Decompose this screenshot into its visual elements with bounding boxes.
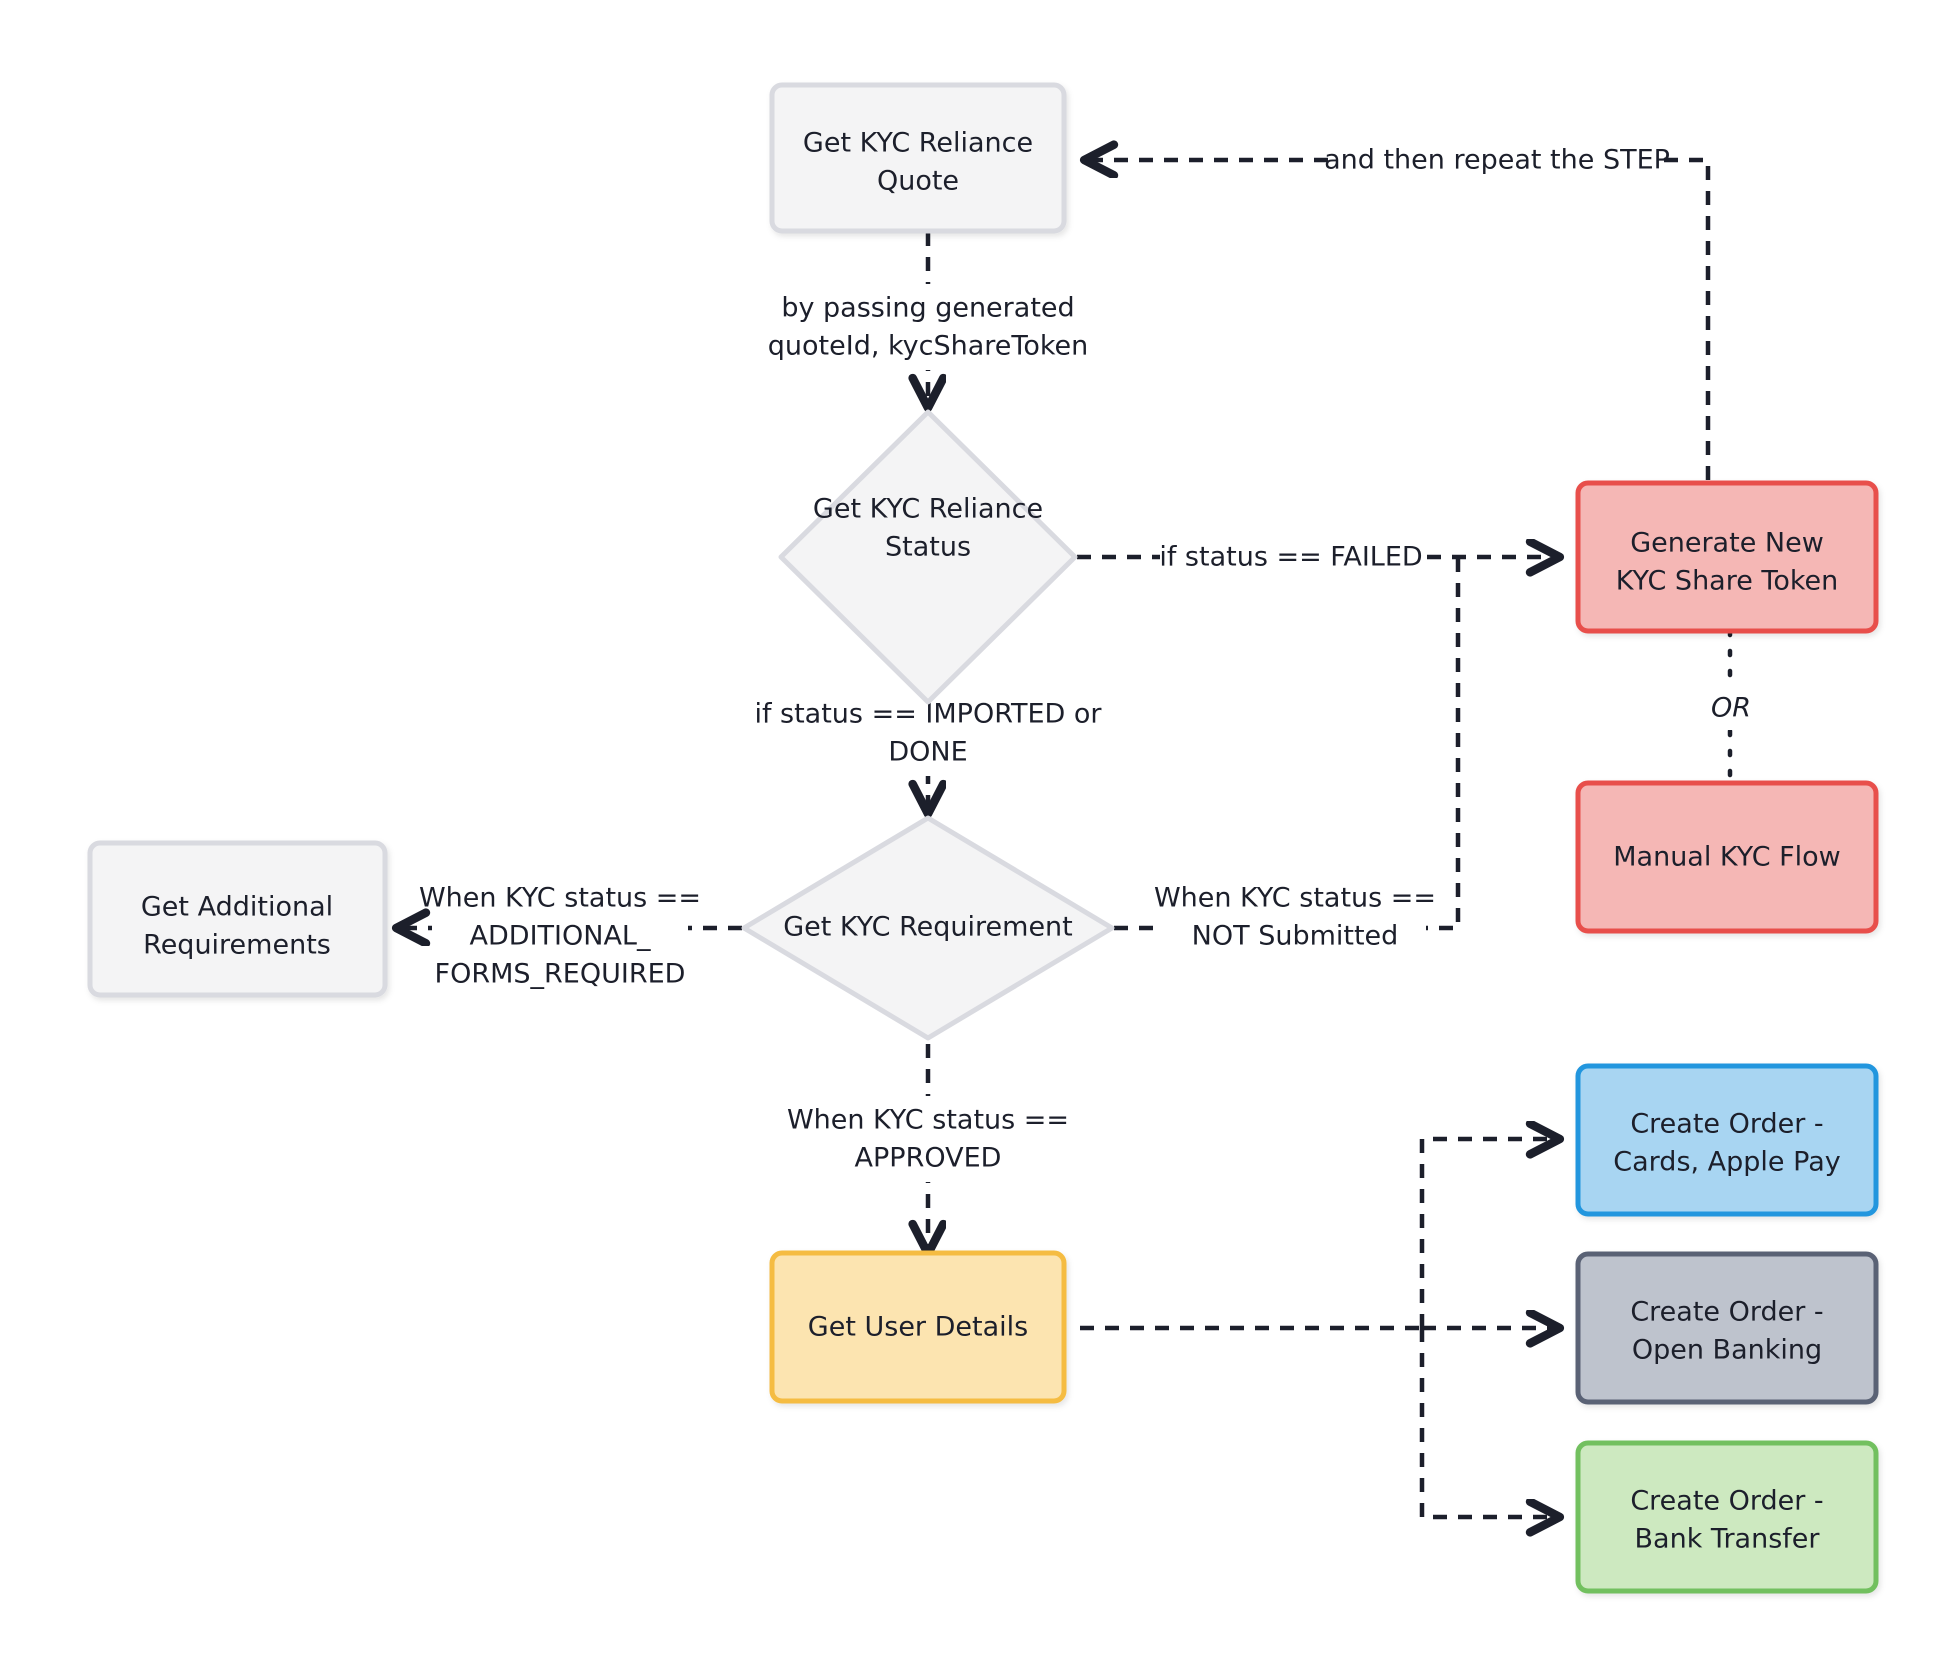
edge-quote-to-status: by passing generated quoteId, kycShareTo… bbox=[768, 232, 1088, 406]
node-label-line1: Get KYC Requirement bbox=[783, 912, 1073, 943]
edge-label-bg bbox=[432, 874, 688, 1000]
edge-user-details-to-orders bbox=[1080, 1139, 1558, 1517]
node-shape-rect[interactable] bbox=[1575, 480, 1879, 634]
edge-label-additional-line2: ADDITIONAL_ bbox=[470, 921, 651, 952]
edge-label-additional-line3: FORMS_REQUIRED bbox=[435, 959, 686, 990]
node-create-order-bank-transfer[interactable]: Create Order - Bank Transfer bbox=[1575, 1440, 1879, 1594]
edge-label-or: OR bbox=[1711, 693, 1751, 724]
node-create-order-open-banking[interactable]: Create Order - Open Banking bbox=[1575, 1251, 1879, 1405]
node-generate-new-kyc-share-token[interactable]: Generate New KYC Share Token bbox=[1575, 480, 1879, 634]
edge-or-connector: OR bbox=[1692, 628, 1770, 784]
node-label-line1: Manual KYC Flow bbox=[1613, 842, 1841, 873]
edge-label-repeat-step: and then repeat the STEP bbox=[1324, 145, 1670, 176]
node-shape-rect[interactable] bbox=[1575, 1251, 1879, 1405]
edge-label-bg bbox=[1330, 136, 1664, 184]
node-get-kyc-requirement[interactable]: Get KYC Requirement bbox=[741, 815, 1115, 1041]
node-shape-rect[interactable] bbox=[1575, 780, 1879, 934]
edge-label-not-submitted-line2: NOT Submitted bbox=[1192, 921, 1399, 952]
edge-label-bg bbox=[760, 1096, 1100, 1182]
node-label-line1: Create Order - bbox=[1630, 1109, 1823, 1140]
node-label-line1: Generate New bbox=[1630, 528, 1824, 559]
node-shape-rect[interactable] bbox=[769, 1250, 1067, 1404]
edge-label-bg bbox=[1164, 874, 1426, 962]
node-label-line1: Get Additional bbox=[141, 892, 333, 923]
node-label-line2: Requirements bbox=[143, 930, 331, 961]
node-label-line2: Quote bbox=[877, 166, 959, 197]
node-label-line2: Cards, Apple Pay bbox=[1613, 1147, 1840, 1178]
node-shape-diamond[interactable] bbox=[778, 409, 1078, 705]
edge-label-approved-line2: APPROVED bbox=[855, 1143, 1002, 1174]
edge-repeat-step: and then repeat the STEP bbox=[1086, 136, 1711, 480]
edge-label-approved-line1: When KYC status == bbox=[787, 1105, 1069, 1136]
node-label-line1: Create Order - bbox=[1630, 1297, 1823, 1328]
edge-label-by-passing-line1: by passing generated bbox=[781, 293, 1074, 324]
node-label-line1: Get KYC Reliance bbox=[813, 494, 1043, 525]
node-shape-diamond[interactable] bbox=[741, 815, 1115, 1041]
node-label-line2: Status bbox=[885, 532, 971, 563]
edge-label-bg bbox=[772, 284, 1084, 370]
edge-label-additional-line1: When KYC status == bbox=[419, 883, 701, 914]
edge-label-not-submitted-line1: When KYC status == bbox=[1154, 883, 1436, 914]
node-get-kyc-reliance-quote[interactable]: Get KYC Reliance Quote bbox=[769, 82, 1067, 234]
node-label-line1: Get KYC Reliance bbox=[803, 128, 1033, 159]
edge-label-by-passing-line2: quoteId, kycShareToken bbox=[768, 331, 1088, 362]
edge-requirement-additional-forms: When KYC status == ADDITIONAL_ FORMS_REQ… bbox=[398, 874, 742, 1000]
node-shape-rect[interactable] bbox=[1575, 1440, 1879, 1594]
node-manual-kyc-flow[interactable]: Manual KYC Flow bbox=[1575, 780, 1879, 934]
edge-requirement-approved: When KYC status == APPROVED bbox=[760, 1044, 1100, 1252]
edge-label-if-failed: if status == FAILED bbox=[1159, 542, 1422, 573]
node-get-additional-requirements[interactable]: Get Additional Requirements bbox=[87, 840, 388, 998]
node-label-line2: Bank Transfer bbox=[1635, 1524, 1821, 1555]
edge-label-bg bbox=[1692, 686, 1770, 730]
node-create-order-cards[interactable]: Create Order - Cards, Apple Pay bbox=[1575, 1063, 1879, 1217]
node-shape-rect[interactable] bbox=[87, 840, 388, 998]
node-label-line1: Get User Details bbox=[808, 1312, 1028, 1343]
node-label-line2: Open Banking bbox=[1632, 1335, 1822, 1366]
node-shape-rect[interactable] bbox=[1575, 1063, 1879, 1217]
edge-status-failed: if status == FAILED bbox=[1077, 533, 1558, 581]
node-label-line1: Create Order - bbox=[1630, 1486, 1823, 1517]
edge-requirement-not-submitted: When KYC status == NOT Submitted bbox=[1114, 557, 1461, 962]
node-get-user-details[interactable]: Get User Details bbox=[769, 1250, 1067, 1404]
node-shape-rect[interactable] bbox=[769, 82, 1067, 234]
edge-label-bg bbox=[1160, 533, 1422, 581]
edge-label-imported-line2: DONE bbox=[888, 737, 967, 768]
node-label-line2: KYC Share Token bbox=[1616, 566, 1839, 597]
node-get-kyc-reliance-status[interactable]: Get KYC Reliance Status bbox=[778, 409, 1078, 705]
